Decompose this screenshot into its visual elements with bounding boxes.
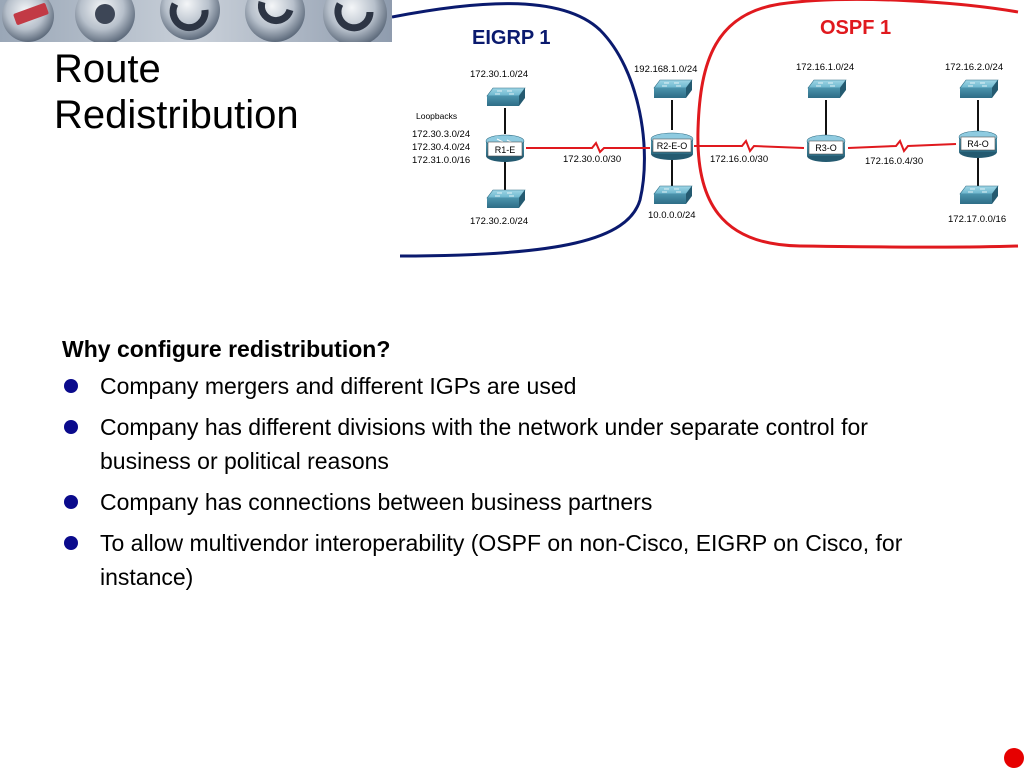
net-label-172-30-2-0: 172.30.2.0/24 (470, 216, 528, 227)
switch-r1-bottom (486, 189, 526, 209)
bullet-item: To allow multivendor interoperability (O… (62, 526, 942, 594)
router-r3: R3-O (806, 134, 846, 162)
loopbacks-title: Loopbacks (416, 111, 457, 121)
net-label-172-16-0-0: 172.16.0.0/30 (710, 154, 768, 165)
switch-r2-bottom (653, 185, 693, 205)
net-label-172-16-2-0: 172.16.2.0/24 (945, 62, 1003, 73)
eigrp-domain-label: EIGRP 1 (472, 27, 551, 49)
bullet-text: Company has different divisions with the… (100, 414, 868, 474)
loopback-item: 172.30.4.0/24 (412, 142, 470, 153)
serial-link-r1-r2 (526, 141, 650, 154)
router-r4-label: R4-O (967, 139, 989, 149)
net-label-172-16-1-0: 172.16.1.0/24 (796, 62, 854, 73)
net-label-192-168-1-0: 192.168.1.0/24 (634, 64, 697, 75)
bullet-item: Company mergers and different IGPs are u… (62, 369, 942, 403)
router-r2: R2-E-O (650, 132, 694, 160)
router-r3-label: R3-O (815, 143, 837, 153)
loopback-item: 172.31.0.0/16 (412, 155, 470, 166)
page-title: Route Redistribution (54, 46, 299, 138)
serial-link-r2-r3 (694, 139, 805, 153)
bullet-icon (64, 379, 78, 393)
bullet-icon (64, 536, 78, 550)
switch-r1-top (486, 87, 526, 107)
section-heading: Why configure redistribution? (62, 336, 391, 362)
net-label-172-16-0-4: 172.16.0.4/30 (865, 156, 923, 167)
page-title-line-1: Route (54, 47, 161, 91)
slide-content: Why configure redistribution? Company me… (62, 335, 942, 601)
switch-r2-top (653, 79, 693, 99)
router-r1-label: R1-E (495, 145, 516, 155)
net-label-10-0-0-0: 10.0.0.0/24 (648, 210, 696, 221)
router-r4: R4-O (958, 130, 998, 158)
net-label-172-17-0-0: 172.17.0.0/16 (948, 214, 1006, 225)
switch-r4-top (959, 79, 999, 99)
serial-link-r3-r4 (847, 139, 957, 153)
ospf-domain-boundary (696, 0, 1019, 249)
net-label-172-30-1-0: 172.30.1.0/24 (470, 69, 528, 80)
bullet-list: Company mergers and different IGPs are u… (62, 369, 942, 594)
bullet-icon (64, 495, 78, 509)
bullet-text: Company mergers and different IGPs are u… (100, 373, 577, 399)
router-r2-label: R2-E-O (657, 141, 688, 151)
lan-links (504, 100, 979, 190)
bullet-item: Company has different divisions with the… (62, 410, 942, 478)
loopbacks-list: Loopbacks 172.30.3.0/24 172.30.4.0/24 17… (412, 111, 470, 166)
serial-links (526, 139, 957, 154)
page-title-line-2: Redistribution (54, 93, 299, 137)
net-label-172-30-0-0: 172.30.0.0/30 (563, 154, 621, 165)
bullet-text: To allow multivendor interoperability (O… (100, 530, 903, 590)
router-r1: R1-E (485, 134, 525, 162)
bullet-item: Company has connections between business… (62, 485, 942, 519)
loopback-item: 172.30.3.0/24 (412, 129, 470, 140)
bullet-text: Company has connections between business… (100, 489, 653, 515)
switch-r4-bottom (959, 185, 999, 205)
header-banner-image (0, 0, 392, 42)
switch-r3-top (807, 79, 847, 99)
corner-dot-icon (1004, 748, 1024, 768)
bullet-icon (64, 420, 78, 434)
ospf-domain-label: OSPF 1 (820, 17, 891, 39)
network-topology-diagram: EIGRP 1 OSPF 1 R1-E R2-E-O (392, 0, 1019, 258)
eigrp-domain-boundary (392, 2, 646, 258)
